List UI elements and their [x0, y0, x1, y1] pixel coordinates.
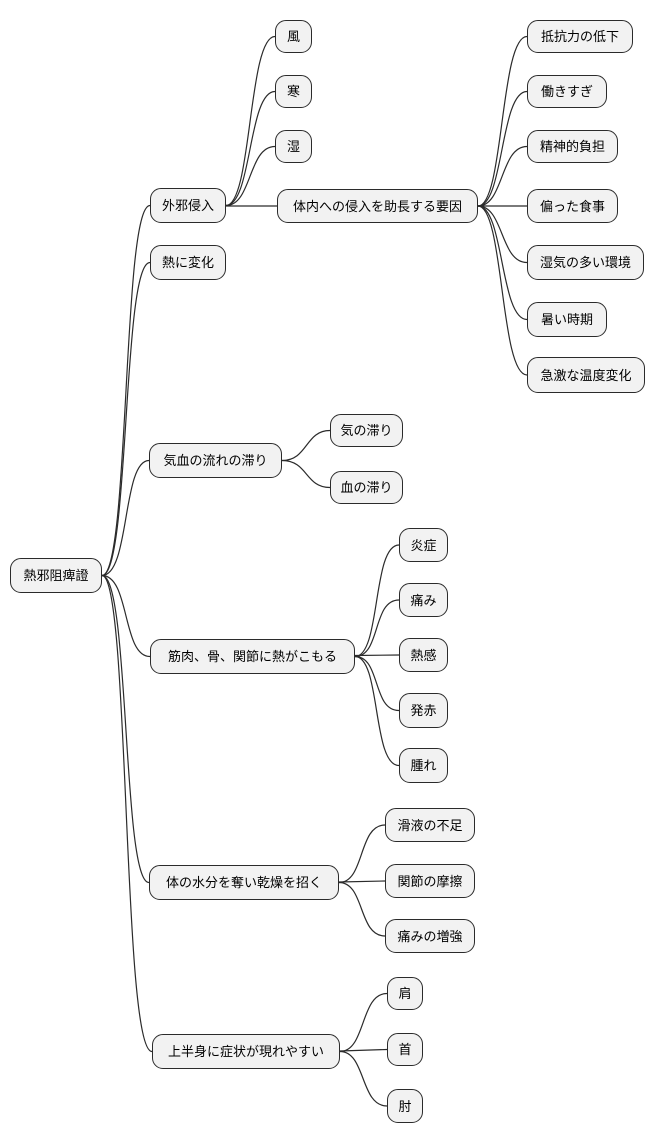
node-blood-stagnation: 血の滞り — [330, 471, 403, 504]
node-lowered-resistance: 抵抗力の低下 — [527, 20, 633, 53]
node-redness: 発赤 — [399, 693, 448, 728]
node-wind: 風 — [275, 20, 312, 53]
node-dampness: 湿 — [275, 130, 312, 163]
node-sudden-temperature-change: 急激な温度変化 — [527, 357, 645, 393]
node-root-heat-pathogen-bi-syndrome: 熱邪阻痺證 — [10, 558, 102, 593]
node-neck: 首 — [387, 1033, 423, 1066]
node-hot-season: 暑い時期 — [527, 302, 607, 337]
node-fluid-loss-causes-dryness: 体の水分を奪い乾燥を招く — [149, 865, 339, 900]
node-unbalanced-diet: 偏った食事 — [527, 189, 618, 223]
node-pain: 痛み — [399, 583, 448, 617]
node-increased-pain: 痛みの増強 — [385, 919, 475, 953]
node-synovial-fluid-deficiency: 滑液の不足 — [385, 808, 475, 842]
node-inflammation: 炎症 — [399, 528, 448, 562]
node-heat-in-muscles-bones-joints: 筋肉、骨、関節に熱がこもる — [150, 639, 355, 674]
node-shoulder: 肩 — [387, 977, 423, 1010]
node-upper-body-symptoms: 上半身に症状が現れやすい — [152, 1034, 340, 1069]
node-humid-environment: 湿気の多い環境 — [527, 245, 644, 280]
node-external-pathogen-invasion: 外邪侵入 — [150, 188, 226, 223]
edge-lines — [101, 35, 528, 1107]
node-overwork: 働きすぎ — [527, 75, 607, 108]
node-swelling: 腫れ — [399, 748, 448, 783]
node-cold: 寒 — [275, 75, 312, 108]
node-qi-blood-flow-stagnation: 気血の流れの滞り — [149, 443, 282, 478]
node-invasion-promoting-factors: 体内への侵入を助長する要因 — [277, 189, 478, 223]
node-transforms-into-heat: 熱に変化 — [150, 245, 226, 280]
node-elbow: 肘 — [387, 1089, 423, 1123]
node-joint-friction: 関節の摩擦 — [385, 864, 475, 898]
node-heat-sensation: 熱感 — [399, 638, 448, 672]
node-qi-stagnation: 気の滞り — [330, 414, 403, 447]
node-mental-stress: 精神的負担 — [527, 130, 618, 163]
